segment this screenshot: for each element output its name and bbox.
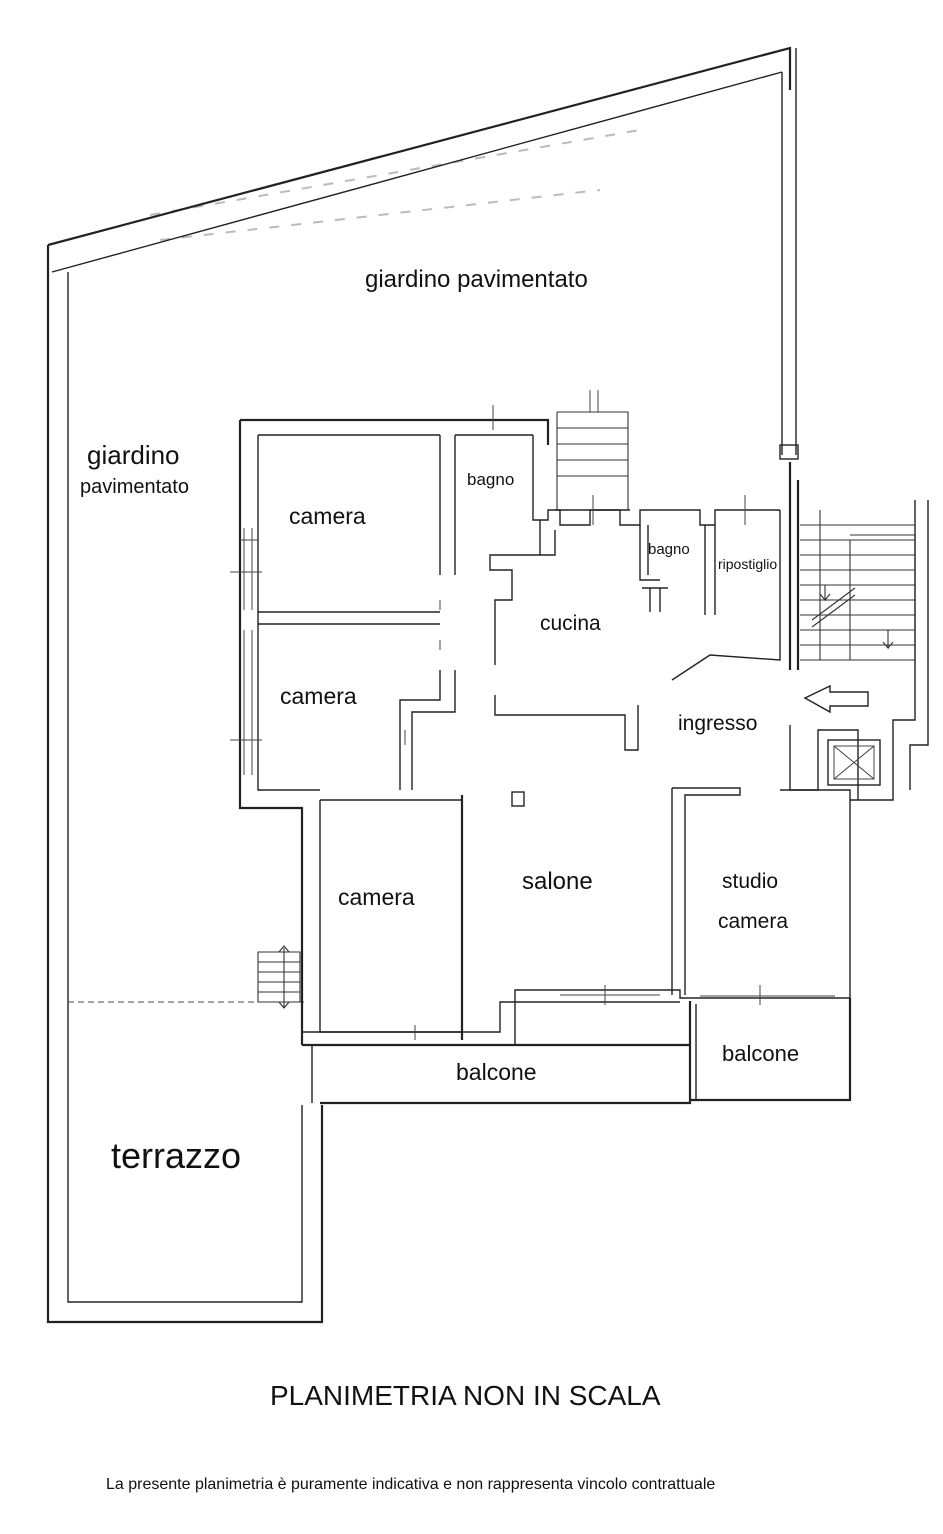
terrace-steps <box>257 945 301 1009</box>
entrance-arrow-icon <box>803 684 869 714</box>
room-label-camera-2: camera <box>280 683 357 709</box>
windows <box>230 405 835 1040</box>
room-label-cucina: cucina <box>540 612 601 635</box>
wall-ticks <box>404 600 441 745</box>
room-label-salone: salone <box>522 868 593 895</box>
room-label-terrazzo: terrazzo <box>111 1135 242 1176</box>
room-label-studio: studio <box>722 870 779 893</box>
faint-marks <box>149 129 641 241</box>
room-label-giardino-top: giardino pavimentato <box>365 266 588 293</box>
elevator-icon <box>827 739 881 786</box>
plan-title: PLANIMETRIA NON IN SCALA <box>270 1380 661 1411</box>
room-label-giardino-left: giardino <box>87 440 180 470</box>
plan-disclaimer: La presente planimetria è puramente indi… <box>106 1476 716 1493</box>
room-label-camera-3: camera <box>338 884 415 910</box>
room-label-pavimentato-left: pavimentato <box>80 476 189 498</box>
room-label-bagno-1: bagno <box>467 470 515 489</box>
room-label-ripostiglio: ripostiglio <box>718 556 778 572</box>
room-label-bagno-2: bagno <box>648 541 690 558</box>
room-label-studio-camera: camera <box>718 910 789 933</box>
staircase-main <box>800 500 929 801</box>
room-label-camera-1: camera <box>289 503 366 529</box>
room-label-ingresso: ingresso <box>678 712 758 735</box>
apartment-walls <box>238 418 859 1105</box>
room-label-balcone-2: balcone <box>722 1041 800 1066</box>
outer-boundary <box>46 46 799 1324</box>
staircase-internal <box>556 390 629 510</box>
room-label-balcone-1: balcone <box>456 1059 537 1085</box>
